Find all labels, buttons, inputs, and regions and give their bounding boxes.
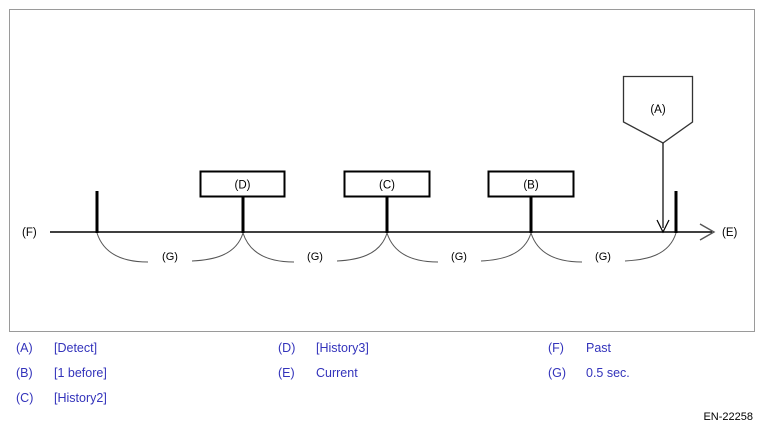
interval-arc-4-right [624,232,677,262]
legend-column-3: (F) Past (G) 0.5 sec. [548,341,630,391]
legend-key-e: (E) [278,366,295,380]
event-box-d-label: (D) [235,180,251,192]
timeline-current-label: (E) [722,227,738,239]
legend-label-a: [Detect] [54,341,98,355]
legend-label-c: [History2] [54,391,107,405]
legend-item-c: (C) [History2] [16,391,107,416]
detect-callout-label: (A) [650,104,666,116]
interval-arc-2-right [336,232,388,262]
timeline-past-label: (F) [22,227,37,239]
interval-arc-1-right [191,232,244,262]
legend-item-b: (B) [1 before] [16,366,107,391]
interval-label-4: (G) [595,251,611,263]
legend-label-e: Current [316,366,358,380]
detect-callout-pentagon [622,75,694,144]
legend-column-2: (D) [History3] (E) Current [278,341,369,391]
detect-leader-arrowhead-icon [656,219,670,234]
legend-item-e: (E) Current [278,366,369,391]
interval-label-1: (G) [162,251,178,263]
legend-key-f: (F) [548,341,564,355]
timeline-arrowhead-icon [699,223,716,241]
interval-arc-2-left [242,232,295,263]
interval-label-3: (G) [451,251,467,263]
interval-arc-3-left [386,232,439,263]
interval-arc-3-right [480,232,532,262]
legend-label-f: Past [586,341,612,355]
legend-item-g: (G) 0.5 sec. [548,366,630,391]
event-box-b-label: (B) [523,180,539,192]
event-box-c-label: (C) [379,180,395,192]
legend-key-d: (D) [278,341,296,355]
interval-arc-4-left [530,232,583,263]
event-box-b [487,170,575,198]
legend-label-b: [1 before] [54,366,107,380]
legend-column-1: (A) [Detect] (B) [1 before] (C) [History… [16,341,107,416]
interval-arc-1-left [96,232,149,263]
legend-item-f: (F) Past [548,341,630,366]
interval-label-2: (G) [307,251,323,263]
legend-label-g: 0.5 sec. [586,366,630,380]
figure-code: EN-22258 [703,411,753,423]
legend-key-b: (B) [16,366,33,380]
legend-item-d: (D) [History3] [278,341,369,366]
legend-label-d: [History3] [316,341,369,355]
legend-key-g: (G) [548,366,567,380]
event-box-d [199,170,286,198]
legend-key-a: (A) [16,341,33,355]
legend: (A) [Detect] (B) [1 before] (C) [History… [0,341,765,426]
timeline-diagram: (D) (C) (B) (A) (G) (G) (G) (G) (F) (E) [22,75,738,263]
legend-key-c: (C) [16,391,34,405]
legend-item-a: (A) [Detect] [16,341,107,366]
event-box-c [343,170,431,198]
